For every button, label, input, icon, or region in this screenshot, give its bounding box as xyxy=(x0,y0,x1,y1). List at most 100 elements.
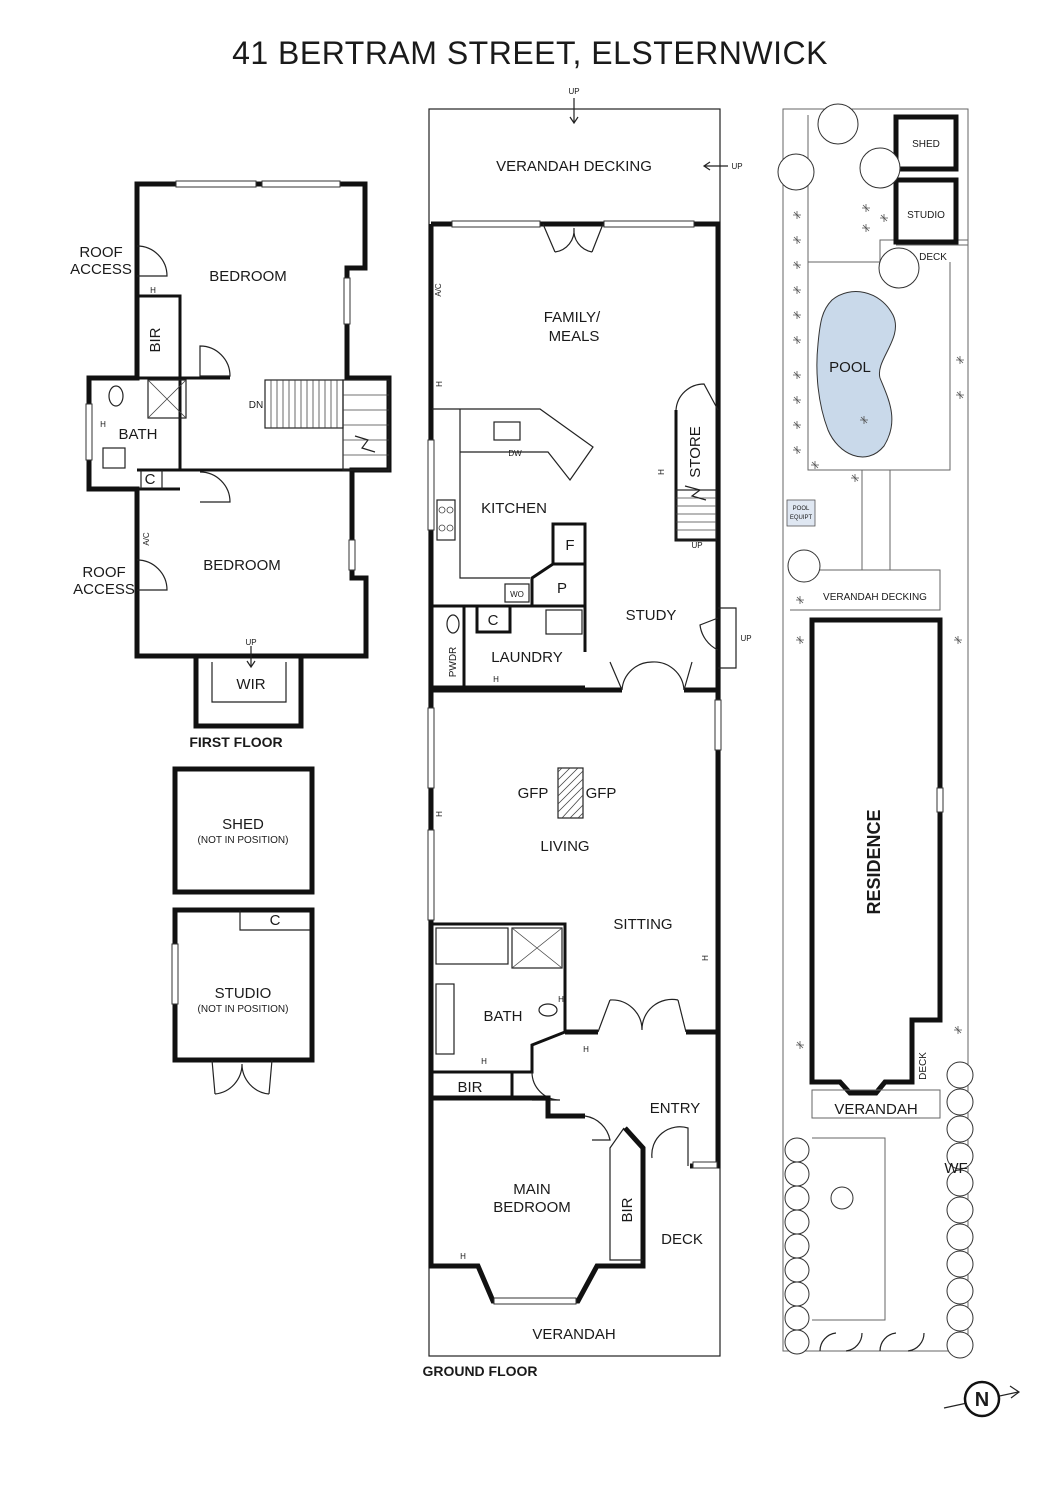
room-label-study: STUDY xyxy=(626,607,677,624)
page-title: 41 BERTRAM STREET, ELSTERNWICK xyxy=(232,35,828,71)
store-door xyxy=(675,383,719,411)
room-label-living: LIVING xyxy=(540,838,589,855)
pool-path xyxy=(861,470,891,570)
fireplace-label: GFP xyxy=(586,785,617,802)
room-label-cupboard: C xyxy=(270,912,281,929)
up-label: UP xyxy=(568,87,579,96)
ground-floor-caption: GROUND FLOOR xyxy=(422,1363,537,1379)
site-label-pool-equipment: POOL xyxy=(793,506,810,512)
room-label-cupboard: C xyxy=(488,612,499,629)
bath-wall xyxy=(137,376,182,472)
shrub xyxy=(793,446,801,454)
room-label-bir: BIR xyxy=(147,327,164,352)
shrub xyxy=(793,336,801,344)
first-floor-plan: BEDROOM BEDROOM ROOF ACCESS ROOF ACCESS … xyxy=(70,180,392,750)
shrub xyxy=(860,416,868,424)
window xyxy=(427,707,435,789)
site-label-wf: WF xyxy=(944,1160,967,1177)
bedroom-door xyxy=(199,345,231,377)
shrub xyxy=(954,1026,962,1034)
window xyxy=(85,403,93,461)
window xyxy=(171,943,179,1005)
roof-access-door xyxy=(136,245,168,277)
shrub xyxy=(862,224,870,232)
kitchen-sink xyxy=(493,421,521,441)
bath-door xyxy=(531,1071,561,1101)
hedge-plant xyxy=(784,1185,810,1211)
dishwasher-label: DW xyxy=(508,449,522,458)
tree-icon xyxy=(777,103,920,1210)
room-label-entry: ENTRY xyxy=(650,1100,701,1117)
room-label-roof-access: ROOF xyxy=(79,244,122,261)
cupboard-outline xyxy=(140,470,163,489)
laundry-wall xyxy=(431,604,587,652)
room-label-laundry: LAUNDRY xyxy=(491,649,562,666)
wir-walls xyxy=(193,656,304,729)
hedge-plant xyxy=(946,1115,974,1143)
site-label-residence: RESIDENCE xyxy=(864,809,884,914)
main-bedroom-door xyxy=(584,1115,611,1141)
shrub xyxy=(954,636,962,644)
toilet xyxy=(108,385,124,407)
front-gates xyxy=(819,1332,925,1352)
room-label-kitchen: KITCHEN xyxy=(481,500,547,517)
heater-label: H xyxy=(460,1252,466,1261)
hedge-plant xyxy=(784,1329,810,1355)
hedge-plant xyxy=(784,1233,810,1259)
sitting-double-door xyxy=(609,998,679,1031)
bathtub xyxy=(435,927,509,965)
hedge-plant xyxy=(784,1257,810,1283)
shrub xyxy=(796,596,804,604)
main-bir-wall xyxy=(609,1127,643,1261)
room-label-bedroom: BEDROOM xyxy=(209,268,287,285)
up-label: UP xyxy=(731,162,742,171)
ground-floor-walls xyxy=(431,221,721,1169)
verandah-decking-outline xyxy=(790,569,941,611)
room-label-studio: STUDIO xyxy=(215,985,272,1002)
shed-note: (NOT IN POSITION) xyxy=(198,835,289,846)
hedge-plant xyxy=(784,1161,810,1187)
cupboard xyxy=(475,604,512,634)
ac-label: A/C xyxy=(142,532,151,546)
room-label-bath: BATH xyxy=(484,1008,523,1025)
site-residence xyxy=(809,617,943,1096)
room-label-bedroom: BEDROOM xyxy=(203,557,281,574)
bir-wall xyxy=(137,294,182,378)
shrub xyxy=(793,421,801,429)
first-floor-caption: FIRST FLOOR xyxy=(189,734,282,750)
hedge-plant xyxy=(784,1305,810,1331)
basin xyxy=(102,447,126,469)
shrub xyxy=(796,636,804,644)
room-label-roof-access: ACCESS xyxy=(73,581,135,598)
window xyxy=(343,277,351,325)
shrub xyxy=(793,261,801,269)
shrub xyxy=(880,214,888,222)
shrub xyxy=(811,461,819,469)
room-label-main-bedroom: MAIN xyxy=(513,1181,551,1198)
stair-up-label: UP xyxy=(691,541,702,550)
vanity xyxy=(435,983,455,1055)
wall-oven xyxy=(504,583,530,603)
hedge-plant xyxy=(946,1142,974,1170)
room-label-bath: BATH xyxy=(119,426,158,443)
ground-lot-boundary xyxy=(428,108,721,1357)
outbuildings: SHED (NOT IN POSITION) C STUDIO (NOT IN … xyxy=(171,766,315,1095)
room-label-shed: SHED xyxy=(222,816,264,833)
up-label: UP xyxy=(740,634,751,643)
pool-surround xyxy=(807,262,951,471)
heater-label: H xyxy=(701,955,710,961)
site-shed xyxy=(893,114,959,172)
wir-stair xyxy=(211,662,287,703)
front-garden xyxy=(812,1137,886,1321)
room-label-bir: BIR xyxy=(457,1079,482,1096)
store-staircase xyxy=(675,485,717,541)
pool-equipment xyxy=(786,499,816,527)
shrub xyxy=(793,236,801,244)
entry-door xyxy=(651,1126,689,1166)
site-label-pool: POOL xyxy=(829,359,871,376)
hedge-icon xyxy=(946,1061,974,1359)
family-double-door xyxy=(554,227,593,253)
study-side-door xyxy=(699,607,737,669)
north-compass: N xyxy=(943,1380,1021,1418)
